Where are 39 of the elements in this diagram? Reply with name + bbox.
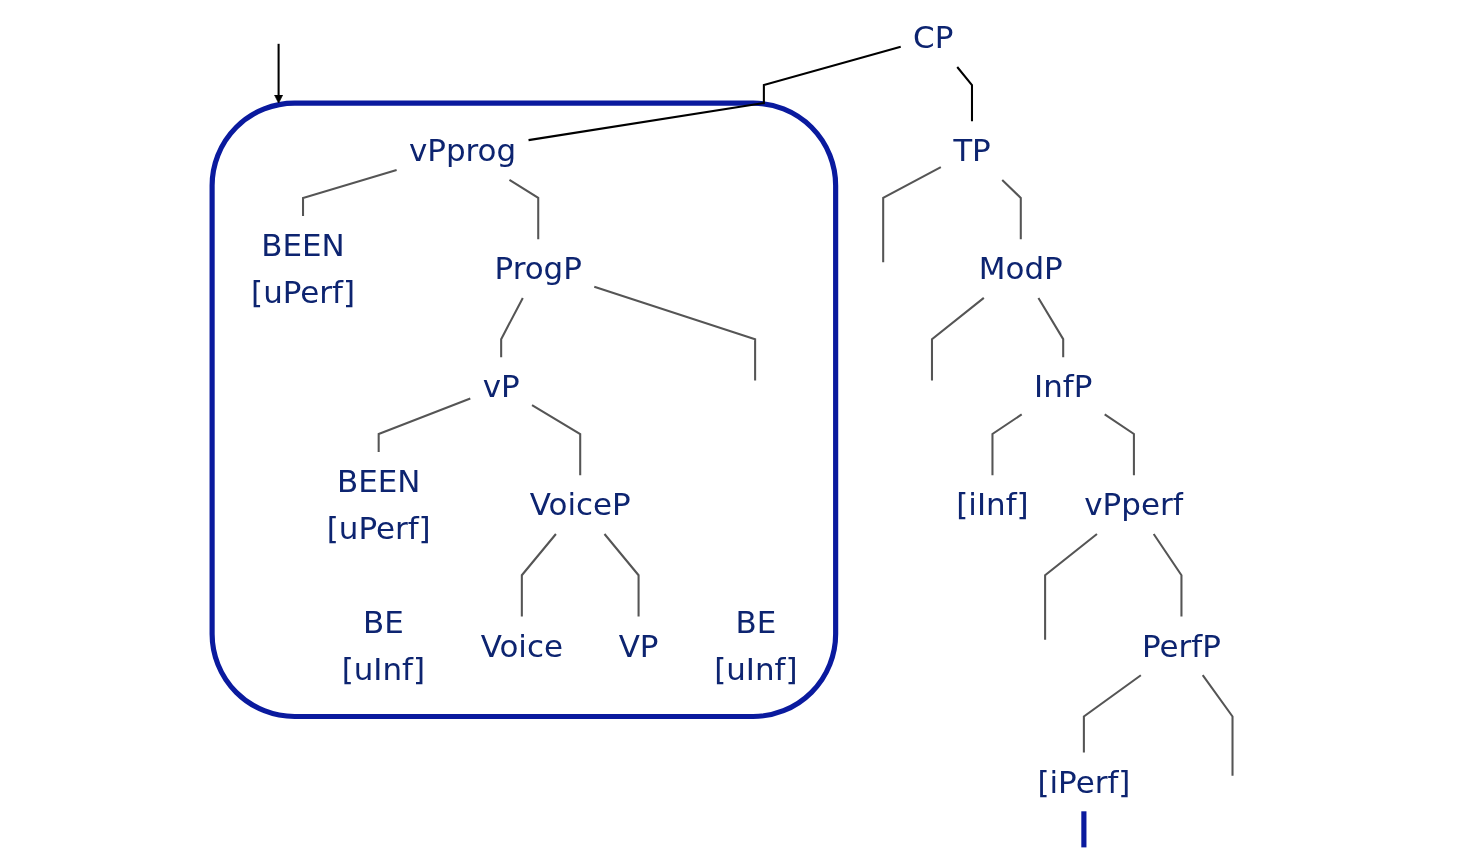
connector [377,397,471,453]
node-text: PerfP [1142,627,1221,664]
node-text: VoiceP [529,486,631,523]
connector [603,533,640,617]
node-text: Voice [480,627,563,664]
node-text: vP [482,368,520,405]
connector [593,285,757,381]
connector [991,413,1023,476]
node-text: vPprog [408,132,517,169]
connector [882,166,942,263]
node-text: BEEN [uPerf] [251,227,355,310]
node-text: BE [uInf] [341,604,426,688]
node-text: TP [953,132,991,169]
connector [1152,533,1183,617]
connector [1082,674,1142,753]
connector [302,169,397,216]
node-text: ProgP [494,250,582,287]
connector [520,533,557,617]
connector [956,66,973,122]
node-text: ModP [978,250,1063,287]
connector [1081,811,1087,848]
connector [1037,297,1065,358]
node-text: vPperf [1084,486,1184,523]
connector [1104,413,1135,476]
arrow [274,43,284,104]
cluster [209,100,839,720]
node-text: BE [uInf] [714,604,798,688]
node-text: InfP [1034,368,1093,405]
connector [528,45,901,142]
node-text: [iInf] [956,486,1029,523]
connector [930,297,985,381]
node-text: VP [618,627,659,664]
connector [1201,674,1234,776]
connector [1044,533,1098,640]
node-text: CP [913,19,954,56]
connector [500,297,524,358]
connector [1001,179,1022,240]
node-text: BEEN [uPerf] [326,463,431,546]
node-text: [iPerf] [1037,763,1131,800]
